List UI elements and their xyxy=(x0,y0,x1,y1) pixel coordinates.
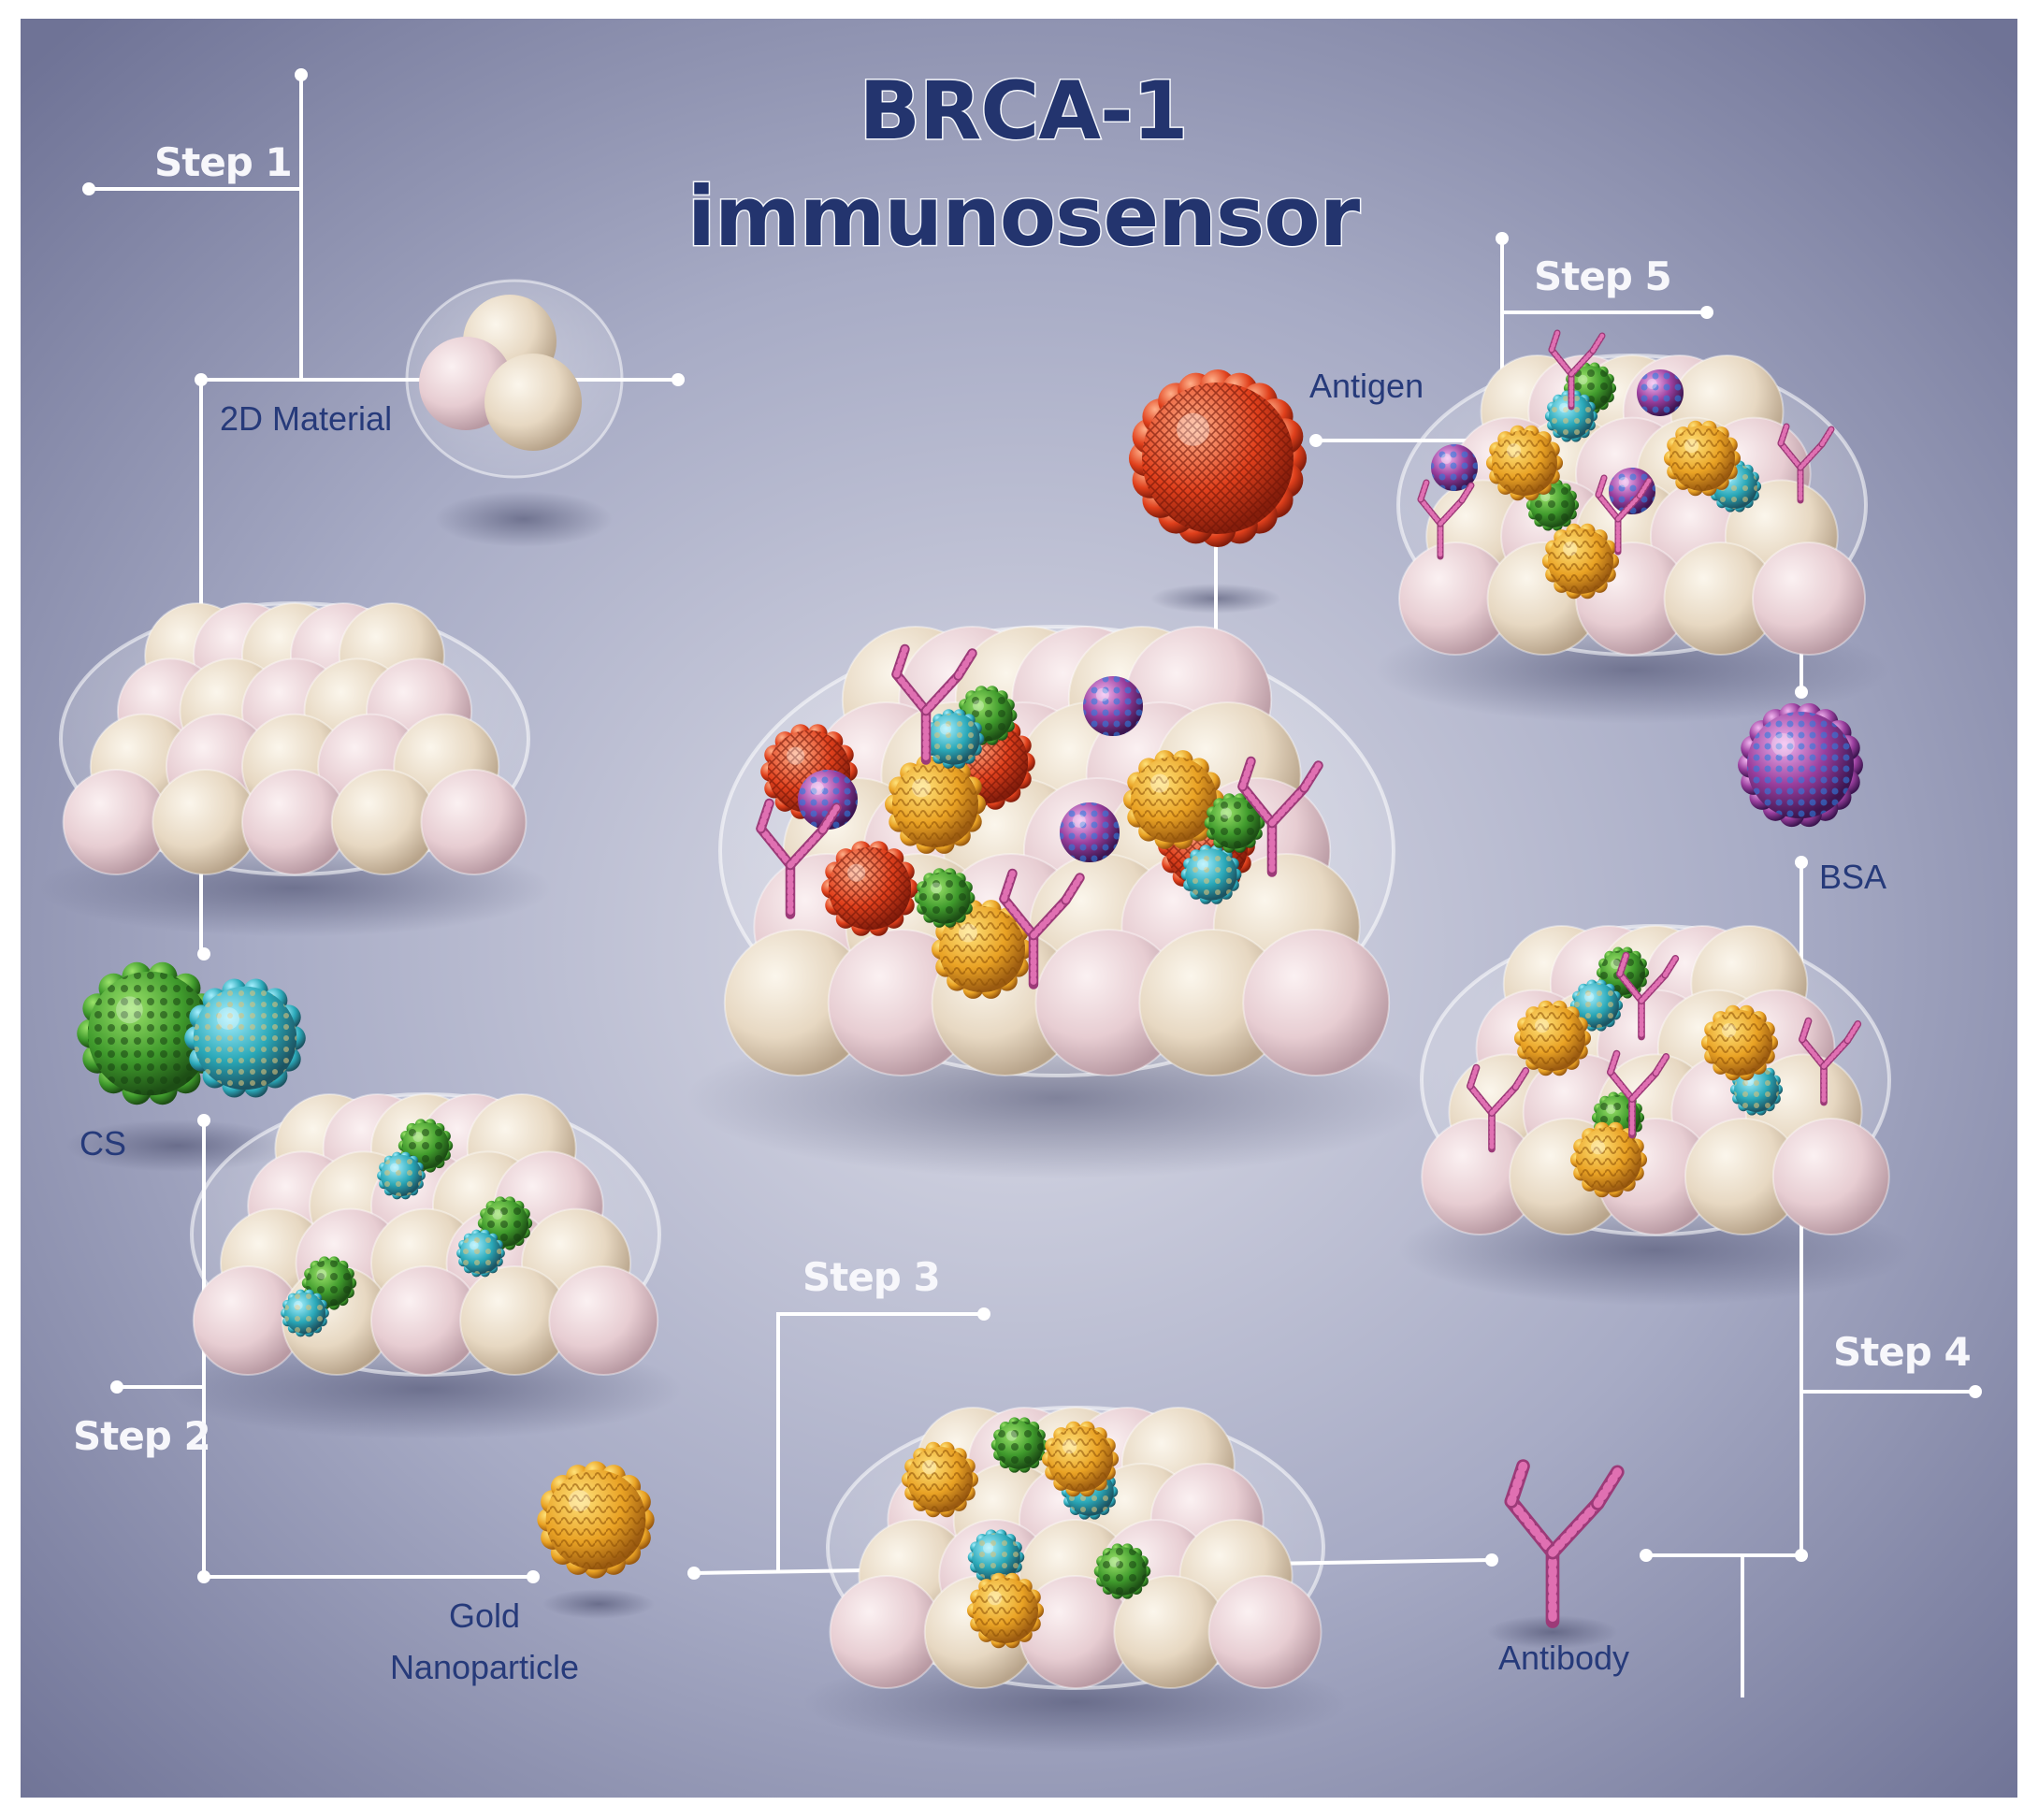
connector-node xyxy=(1795,1549,1808,1562)
connector-node xyxy=(82,182,95,195)
gold-nanoparticle xyxy=(1041,1421,1120,1497)
connector-node xyxy=(1309,434,1323,447)
gold-nanoparticle xyxy=(901,1441,979,1518)
cs-teal-particle xyxy=(456,1229,505,1278)
cs-teal-particle xyxy=(184,978,306,1098)
gold-nanoparticle xyxy=(1123,750,1224,849)
connector-node xyxy=(1795,686,1808,699)
antibody-molecule xyxy=(1237,756,1323,877)
connector-node xyxy=(1485,1553,1498,1567)
connector-node xyxy=(1700,306,1713,319)
connector-line xyxy=(776,1312,984,1573)
final-immunosensor-platform xyxy=(718,625,1395,1077)
antibody-molecule xyxy=(999,868,1085,989)
cs-particle xyxy=(1544,390,1598,442)
cs-particle xyxy=(990,1417,1048,1473)
gold-nanoparticle xyxy=(1700,1004,1779,1081)
label-antigen: Antigen xyxy=(1309,367,1424,405)
step-4-label: Step 4 xyxy=(1833,1329,1971,1375)
antigen-molecule xyxy=(821,841,918,936)
connector-node xyxy=(687,1567,701,1580)
bsa-molecule xyxy=(1637,369,1684,416)
label-bsa: BSA xyxy=(1819,858,1886,896)
cs-teal-particle xyxy=(377,1151,426,1200)
cs-green-particle xyxy=(77,961,223,1105)
antibody-molecule xyxy=(1595,474,1653,556)
cs-particle xyxy=(1204,793,1265,853)
antibody-molecule xyxy=(1799,1017,1862,1106)
label-nanoparticle: Nanoparticle xyxy=(390,1648,579,1686)
connector-node xyxy=(1969,1385,1982,1398)
antibody-molecule xyxy=(891,643,977,765)
material-cluster xyxy=(405,279,624,479)
bsa-molecule xyxy=(798,770,858,830)
step-3-label: Step 3 xyxy=(802,1254,940,1300)
connector-node xyxy=(1496,232,1509,245)
drop-shadow xyxy=(802,1652,1349,1753)
antibody-molecule xyxy=(1417,479,1475,560)
gold-nanoparticle xyxy=(1541,523,1620,599)
material-platform xyxy=(59,601,530,876)
cs-particle xyxy=(1093,1543,1151,1599)
drop-shadow xyxy=(37,839,552,937)
drop-shadow xyxy=(542,1589,655,1619)
drop-shadow xyxy=(1487,1615,1618,1649)
antibody-standalone xyxy=(1504,1459,1625,1628)
drop-shadow xyxy=(435,491,613,547)
connector-node xyxy=(672,373,685,386)
label-antibody: Antibody xyxy=(1498,1639,1629,1677)
gold-nanoparticle xyxy=(1485,425,1564,501)
connector-node xyxy=(1795,856,1808,869)
cs-particle xyxy=(914,868,976,928)
gold-nanoparticle-standalone xyxy=(537,1461,655,1579)
antibody-molecule xyxy=(1467,1063,1530,1153)
drop-shadow xyxy=(1375,615,1889,724)
drop-shadow xyxy=(168,1338,683,1439)
gold-nanoparticle xyxy=(1663,420,1742,497)
antibody-molecule xyxy=(756,798,842,919)
antibody-molecule xyxy=(1548,329,1606,411)
gold-nanoparticle xyxy=(1513,1000,1592,1076)
connector-node xyxy=(527,1570,540,1583)
bsa-molecule xyxy=(1083,676,1143,736)
label-2d-material: 2D Material xyxy=(220,399,392,438)
label-gold: Gold xyxy=(449,1596,520,1635)
bsa-standalone xyxy=(1738,702,1863,828)
connector-node xyxy=(195,373,208,386)
cs-particle xyxy=(1180,845,1242,904)
bsa-molecule xyxy=(1060,802,1120,862)
cs-particle xyxy=(967,1529,1025,1585)
gold-nanoparticle xyxy=(885,755,986,854)
title-line-1: BRCA-1 xyxy=(860,65,1188,158)
connector-node xyxy=(295,68,308,81)
gold-nanoparticle xyxy=(1569,1121,1648,1198)
step-1-label: Step 1 xyxy=(154,139,292,185)
cs-teal-particle xyxy=(281,1289,329,1337)
antibody-platform xyxy=(1420,924,1891,1236)
label-cs: CS xyxy=(79,1124,126,1163)
antibody-molecule xyxy=(1777,423,1835,504)
connector-node xyxy=(197,1114,210,1127)
connector-node xyxy=(110,1380,123,1394)
antibody-molecule xyxy=(1607,1049,1670,1139)
title-line-2: immunosensor xyxy=(687,168,1361,265)
step-5-label: Step 5 xyxy=(1534,253,1671,299)
bsa-molecule xyxy=(1609,468,1655,514)
connector-node xyxy=(197,1570,210,1583)
bsa-molecule xyxy=(1431,444,1478,491)
drop-shadow xyxy=(1398,1194,1913,1306)
connector-node xyxy=(1640,1549,1653,1562)
cs-particle xyxy=(1569,979,1624,1032)
step-2-label: Step 2 xyxy=(73,1413,210,1459)
connector-node xyxy=(197,947,210,961)
gold-nanoparticle xyxy=(966,1572,1045,1649)
antigen-standalone xyxy=(1128,368,1308,548)
connector-node xyxy=(977,1307,990,1321)
antibody-molecule xyxy=(1616,951,1680,1041)
